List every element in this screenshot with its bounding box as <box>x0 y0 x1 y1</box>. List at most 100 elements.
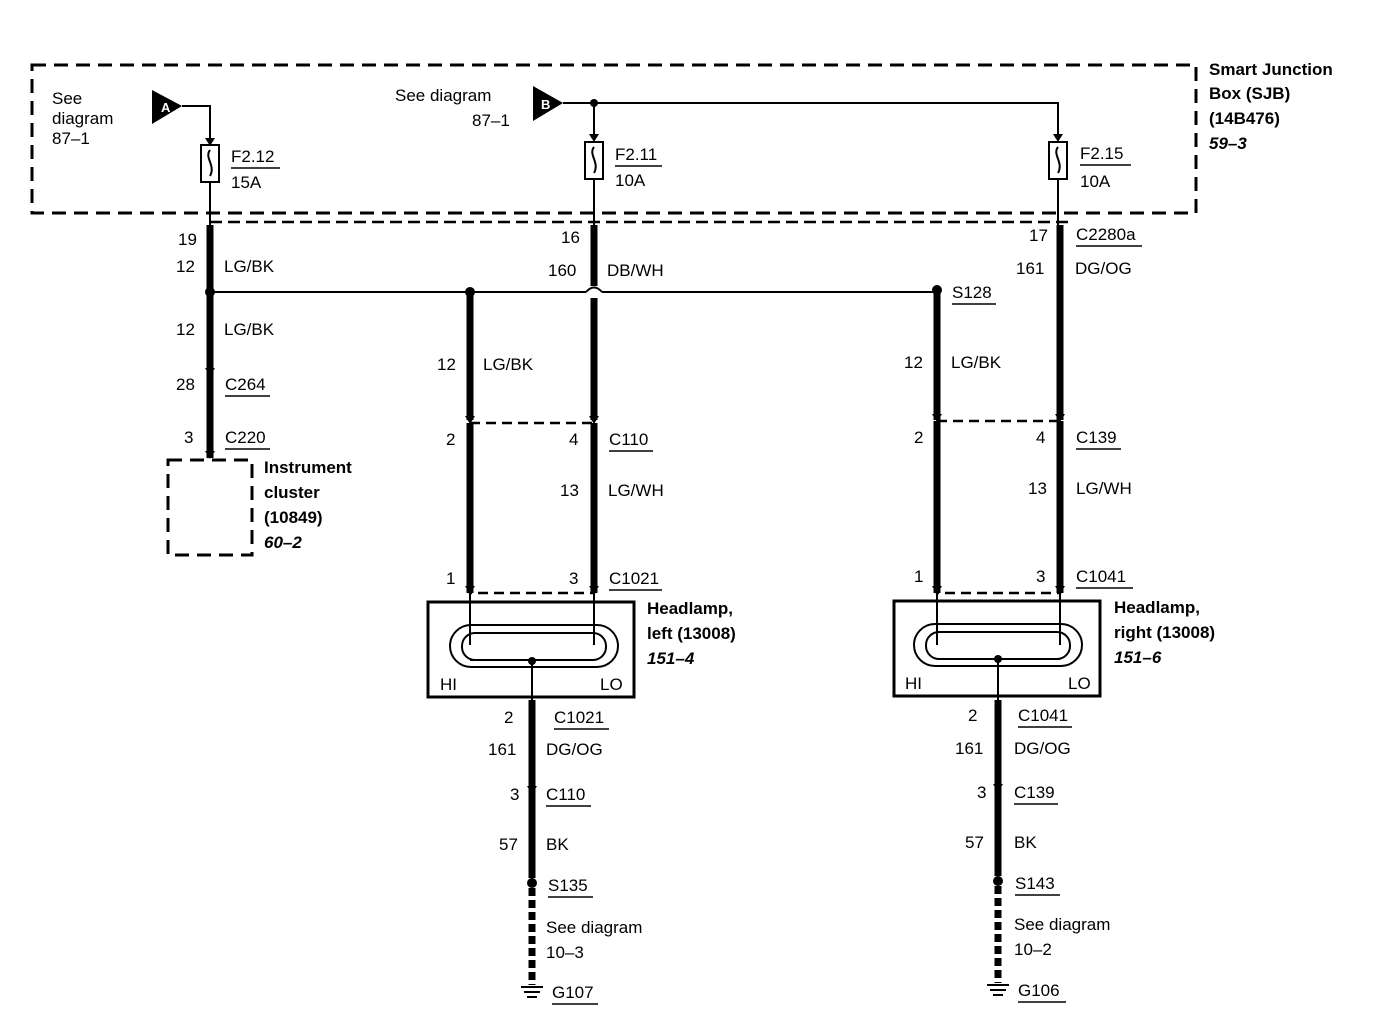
circuit-160: 160 <box>548 261 576 280</box>
connector-c1041: C1041 <box>1076 567 1126 586</box>
connector-c110: C110 <box>609 430 648 449</box>
gr-dgog: DG/OG <box>1014 739 1071 758</box>
sjb-ref: 59–3 <box>1209 134 1247 153</box>
ground-g106-symbol <box>987 984 1009 996</box>
pin-1-left: 1 <box>446 569 455 588</box>
connector-b-label: See diagram <box>395 86 491 105</box>
connector-b-letter: B <box>541 97 550 112</box>
pin-2-left: 2 <box>446 430 455 449</box>
fuse-f2-11 <box>584 141 604 180</box>
pin-28: 28 <box>176 375 195 394</box>
gr-pin2: 2 <box>968 706 977 725</box>
gl-see-ref: 10–3 <box>546 943 584 962</box>
connector-a-letter: A <box>161 100 171 115</box>
pin-17: 17 <box>1029 226 1048 245</box>
headlamp-left-ref: 151–4 <box>647 649 695 668</box>
gr-161: 161 <box>955 739 983 758</box>
cluster-ref: 60–2 <box>264 533 302 552</box>
gr-pin3: 3 <box>977 783 986 802</box>
connector-a-label-2: diagram <box>52 109 113 128</box>
connector-c139: C139 <box>1076 428 1117 447</box>
gl-c110: C110 <box>546 785 585 804</box>
gl-see: See diagram <box>546 918 642 937</box>
color-dbwh: DB/WH <box>607 261 664 280</box>
cluster-label-3: (10849) <box>264 508 323 527</box>
circuit-161-a: 161 <box>1016 259 1044 278</box>
connector-c264: C264 <box>225 375 266 394</box>
fuse-f2-11-id: F2.11 <box>615 145 657 164</box>
instrument-cluster-box <box>166 458 254 557</box>
pin-19: 19 <box>178 230 197 249</box>
headlamp-left <box>426 593 636 700</box>
connector-a-ref: 87–1 <box>52 129 90 148</box>
circuit-12-b: 12 <box>176 320 195 339</box>
headlamp-right-lo: LO <box>1068 674 1091 693</box>
fuse-f2-15-id: F2.15 <box>1080 144 1123 163</box>
fuse-f2-11-rating: 10A <box>615 171 646 190</box>
splice-s128-label: S128 <box>952 283 992 302</box>
gr-see-ref: 10–2 <box>1014 940 1052 959</box>
fuse-f2-12-rating: 15A <box>231 173 262 192</box>
fuse-f2-15 <box>1048 141 1068 180</box>
color-lgwh-right: LG/WH <box>1076 479 1132 498</box>
gr-c139: C139 <box>1014 783 1055 802</box>
connector-c1021: C1021 <box>609 569 659 588</box>
gr-see: See diagram <box>1014 915 1110 934</box>
gl-161: 161 <box>488 740 516 759</box>
sjb-label-3: (14B476) <box>1209 109 1280 128</box>
connector-b-ref: 87–1 <box>472 111 510 130</box>
headlamp-left-label-1: Headlamp, <box>647 599 733 618</box>
headlamp-right-hi: HI <box>905 674 922 693</box>
fuse-f2-15-rating: 10A <box>1080 172 1111 191</box>
gr-bk: BK <box>1014 833 1037 852</box>
gr-s143: S143 <box>1015 874 1055 893</box>
circuit-12-c: 12 <box>437 355 456 374</box>
circuit-13-right: 13 <box>1028 479 1047 498</box>
pin-1-right: 1 <box>914 567 923 586</box>
cluster-label-2: cluster <box>264 483 320 502</box>
headlamp-right-ref: 151–6 <box>1114 648 1162 667</box>
gl-pin3: 3 <box>510 785 519 804</box>
color-dgog-a: DG/OG <box>1075 259 1132 278</box>
pin-16: 16 <box>561 228 580 247</box>
circuit-13-left: 13 <box>560 481 579 500</box>
ground-g107-symbol <box>521 986 543 998</box>
color-lgwh-left: LG/WH <box>608 481 664 500</box>
connector-c220: C220 <box>225 428 266 447</box>
pin-4-right: 4 <box>1036 428 1045 447</box>
gl-57: 57 <box>499 835 518 854</box>
headlamp-right <box>892 593 1102 700</box>
headlamp-left-lo: LO <box>600 675 623 694</box>
headlamp-right-label-1: Headlamp, <box>1114 598 1200 617</box>
splice-left <box>205 287 215 297</box>
gr-57: 57 <box>965 833 984 852</box>
gl-c1021: C1021 <box>554 708 604 727</box>
connector-b: B <box>533 86 1063 142</box>
pin-3-left: 3 <box>569 569 578 588</box>
pin-2-right: 2 <box>914 428 923 447</box>
color-lgbk-c: LG/BK <box>483 355 534 374</box>
color-lgbk-d: LG/BK <box>951 353 1002 372</box>
gl-pin2: 2 <box>504 708 513 727</box>
gr-c1041: C1041 <box>1018 706 1068 725</box>
headlamp-right-label-2: right (13008) <box>1114 623 1215 642</box>
fuse-f2-12 <box>200 144 220 183</box>
headlamp-left-hi: HI <box>440 675 457 694</box>
connector-a-label-1: See <box>52 89 82 108</box>
pin-3-right: 3 <box>1036 567 1045 586</box>
gl-dgog: DG/OG <box>546 740 603 759</box>
sjb-boundary <box>30 63 1198 215</box>
gl-s135: S135 <box>548 876 588 895</box>
sjb-label-1: Smart Junction <box>1209 60 1333 79</box>
connector-c2280a: C2280a <box>1076 225 1136 244</box>
sjb-label-2: Box (SJB) <box>1209 84 1290 103</box>
headlamp-left-label-2: left (13008) <box>647 624 736 643</box>
circuit-12-d: 12 <box>904 353 923 372</box>
connector-a-triangle <box>152 90 182 124</box>
gl-bk: BK <box>546 835 569 854</box>
connector-a: A <box>152 90 215 146</box>
circuit-12-a: 12 <box>176 257 195 276</box>
color-lgbk-a: LG/BK <box>224 257 275 276</box>
